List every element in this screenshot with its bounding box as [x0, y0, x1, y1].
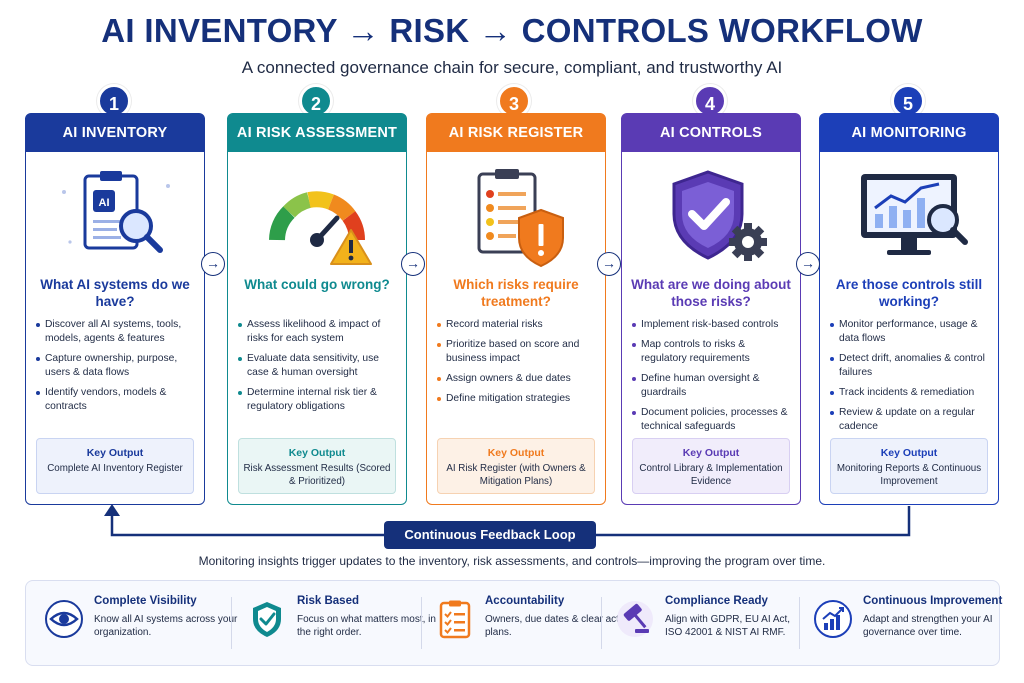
- shield-gear-icon: [622, 162, 800, 274]
- key-output-box: Key Output Monitoring Reports & Continuo…: [830, 438, 988, 494]
- step-number-3: 3: [497, 84, 531, 118]
- key-output-box: Key Output Control Library & Implementat…: [632, 438, 790, 494]
- key-output-text: Complete AI Inventory Register: [47, 463, 183, 474]
- card-bullet-list: Discover all AI systems, tools, models, …: [36, 318, 196, 420]
- card-title: AI RISK REGISTER: [427, 114, 605, 152]
- benefit-title: Continuous Improvement: [863, 595, 1003, 607]
- checklist-icon: [439, 600, 471, 639]
- card-title: AI CONTROLS: [622, 114, 800, 152]
- card-bullet-list: Assess likelihood & impact of risks for …: [238, 318, 398, 420]
- card-ai-inventory: AI INVENTORY AI What AI systems do we ha…: [25, 113, 205, 505]
- feedback-loop-label: Continuous Feedback Loop: [384, 521, 596, 549]
- divider: [421, 597, 422, 649]
- eye-icon: [45, 600, 83, 638]
- list-item: Identify vendors, models & contracts: [36, 386, 196, 414]
- list-item: Determine internal risk tier & regulator…: [238, 386, 398, 414]
- flow-arrow-icon: →: [401, 252, 425, 276]
- clipboard-ai-magnifier-icon: AI: [26, 162, 204, 274]
- page-title: AI INVENTORY → RISK → CONTROLS WORKFLOW: [101, 12, 923, 49]
- card-question: What could go wrong?: [244, 277, 390, 292]
- card-question: Which risks require treatment?: [453, 277, 579, 309]
- benefit-text: Owners, due dates & clear action plans.: [485, 614, 633, 638]
- key-output-text: Monitoring Reports & Continuous Improvem…: [836, 463, 982, 487]
- benefit-text: Adapt and strengthen your AI governance …: [863, 614, 993, 638]
- list-item: Document policies, processes & technical…: [632, 406, 792, 434]
- list-item: Monitor performance, usage & data flows: [830, 318, 990, 346]
- key-output-label: Key Output: [880, 447, 938, 459]
- card-ai-risk-assessment: AI RISK ASSESSMENT What could go wrong? …: [227, 113, 407, 505]
- svg-text:AI: AI: [99, 197, 110, 209]
- card-question: What are we doing about those risks?: [631, 277, 791, 309]
- list-item: Review & update on a regular cadence: [830, 406, 990, 434]
- list-item: Assess likelihood & impact of risks for …: [238, 318, 398, 346]
- list-item: Record material risks: [437, 318, 597, 332]
- list-item: Assign owners & due dates: [437, 372, 597, 386]
- list-item: Evaluate data sensitivity, use case & hu…: [238, 352, 398, 380]
- feedback-loop-caption: Monitoring insights trigger updates to t…: [198, 554, 826, 568]
- shield-check-icon: [253, 602, 281, 637]
- card-title: AI MONITORING: [820, 114, 998, 152]
- growth-chart-icon: [814, 600, 852, 638]
- card-ai-monitoring: AI MONITORING Are those controls still w…: [819, 113, 999, 505]
- gauge-warning-icon: [228, 162, 406, 274]
- card-ai-risk-register: AI RISK REGISTER Which risks require tre…: [426, 113, 606, 505]
- checklist-shield-icon: [427, 162, 605, 274]
- key-output-label: Key Output: [682, 447, 740, 459]
- key-output-box: Key Output Risk Assessment Results (Scor…: [238, 438, 396, 494]
- key-output-label: Key Output: [86, 447, 144, 459]
- key-output-text: AI Risk Register (with Owners & Mitigati…: [446, 463, 586, 487]
- list-item: Track incidents & remediation: [830, 386, 990, 400]
- divider: [231, 597, 232, 649]
- benefit-text: Align with GDPR, EU AI Act, ISO 42001 & …: [665, 614, 791, 638]
- gavel-icon: [617, 601, 653, 637]
- card-bullet-list: Record material risks Prioritize based o…: [437, 318, 597, 412]
- benefit-title: Complete Visibility: [94, 595, 197, 607]
- benefits-bar: Complete Visibility Know all AI systems …: [25, 580, 1003, 666]
- list-item: Capture ownership, purpose, users & data…: [36, 352, 196, 380]
- key-output-label: Key Output: [288, 447, 346, 459]
- card-title: AI RISK ASSESSMENT: [228, 114, 406, 152]
- step-number-4: 4: [693, 84, 727, 118]
- benefit-title: Accountability: [485, 595, 565, 607]
- key-output-text: Control Library & Implementation Evidenc…: [639, 463, 783, 487]
- list-item: Define human oversight & guardrails: [632, 372, 792, 400]
- card-ai-controls: AI CONTROLS What are we doing about thos…: [621, 113, 801, 505]
- key-output-box: Key Output Complete AI Inventory Registe…: [36, 438, 194, 494]
- flow-arrow-icon: →: [597, 252, 621, 276]
- card-bullet-list: Monitor performance, usage & data flows …: [830, 318, 990, 440]
- benefit-title: Risk Based: [297, 595, 360, 607]
- list-item: Prioritize based on score and business i…: [437, 338, 597, 366]
- monitor-chart-icon: [820, 162, 998, 274]
- card-question: What AI systems do we have?: [40, 277, 190, 309]
- card-bullet-list: Implement risk-based controls Map contro…: [632, 318, 792, 440]
- list-item: Detect drift, anomalies & control failur…: [830, 352, 990, 380]
- flow-arrow-icon: →: [796, 252, 820, 276]
- list-item: Map controls to risks & regulatory requi…: [632, 338, 792, 366]
- benefit-text: Focus on what matters most, in the right…: [297, 614, 436, 638]
- key-output-box: Key Output AI Risk Register (with Owners…: [437, 438, 595, 494]
- card-title: AI INVENTORY: [26, 114, 204, 152]
- key-output-text: Risk Assessment Results (Scored & Priori…: [243, 463, 391, 487]
- list-item: Discover all AI systems, tools, models, …: [36, 318, 196, 346]
- key-output-label: Key Output: [487, 447, 545, 459]
- divider: [601, 597, 602, 649]
- divider: [799, 597, 800, 649]
- benefit-text: Know all AI systems across your organiza…: [94, 614, 238, 638]
- benefit-title: Compliance Ready: [665, 595, 768, 607]
- list-item: Implement risk-based controls: [632, 318, 792, 332]
- page-subtitle: A connected governance chain for secure,…: [241, 58, 783, 77]
- list-item: Define mitigation strategies: [437, 392, 597, 406]
- flow-arrow-icon: →: [201, 252, 225, 276]
- card-question: Are those controls still working?: [835, 277, 983, 309]
